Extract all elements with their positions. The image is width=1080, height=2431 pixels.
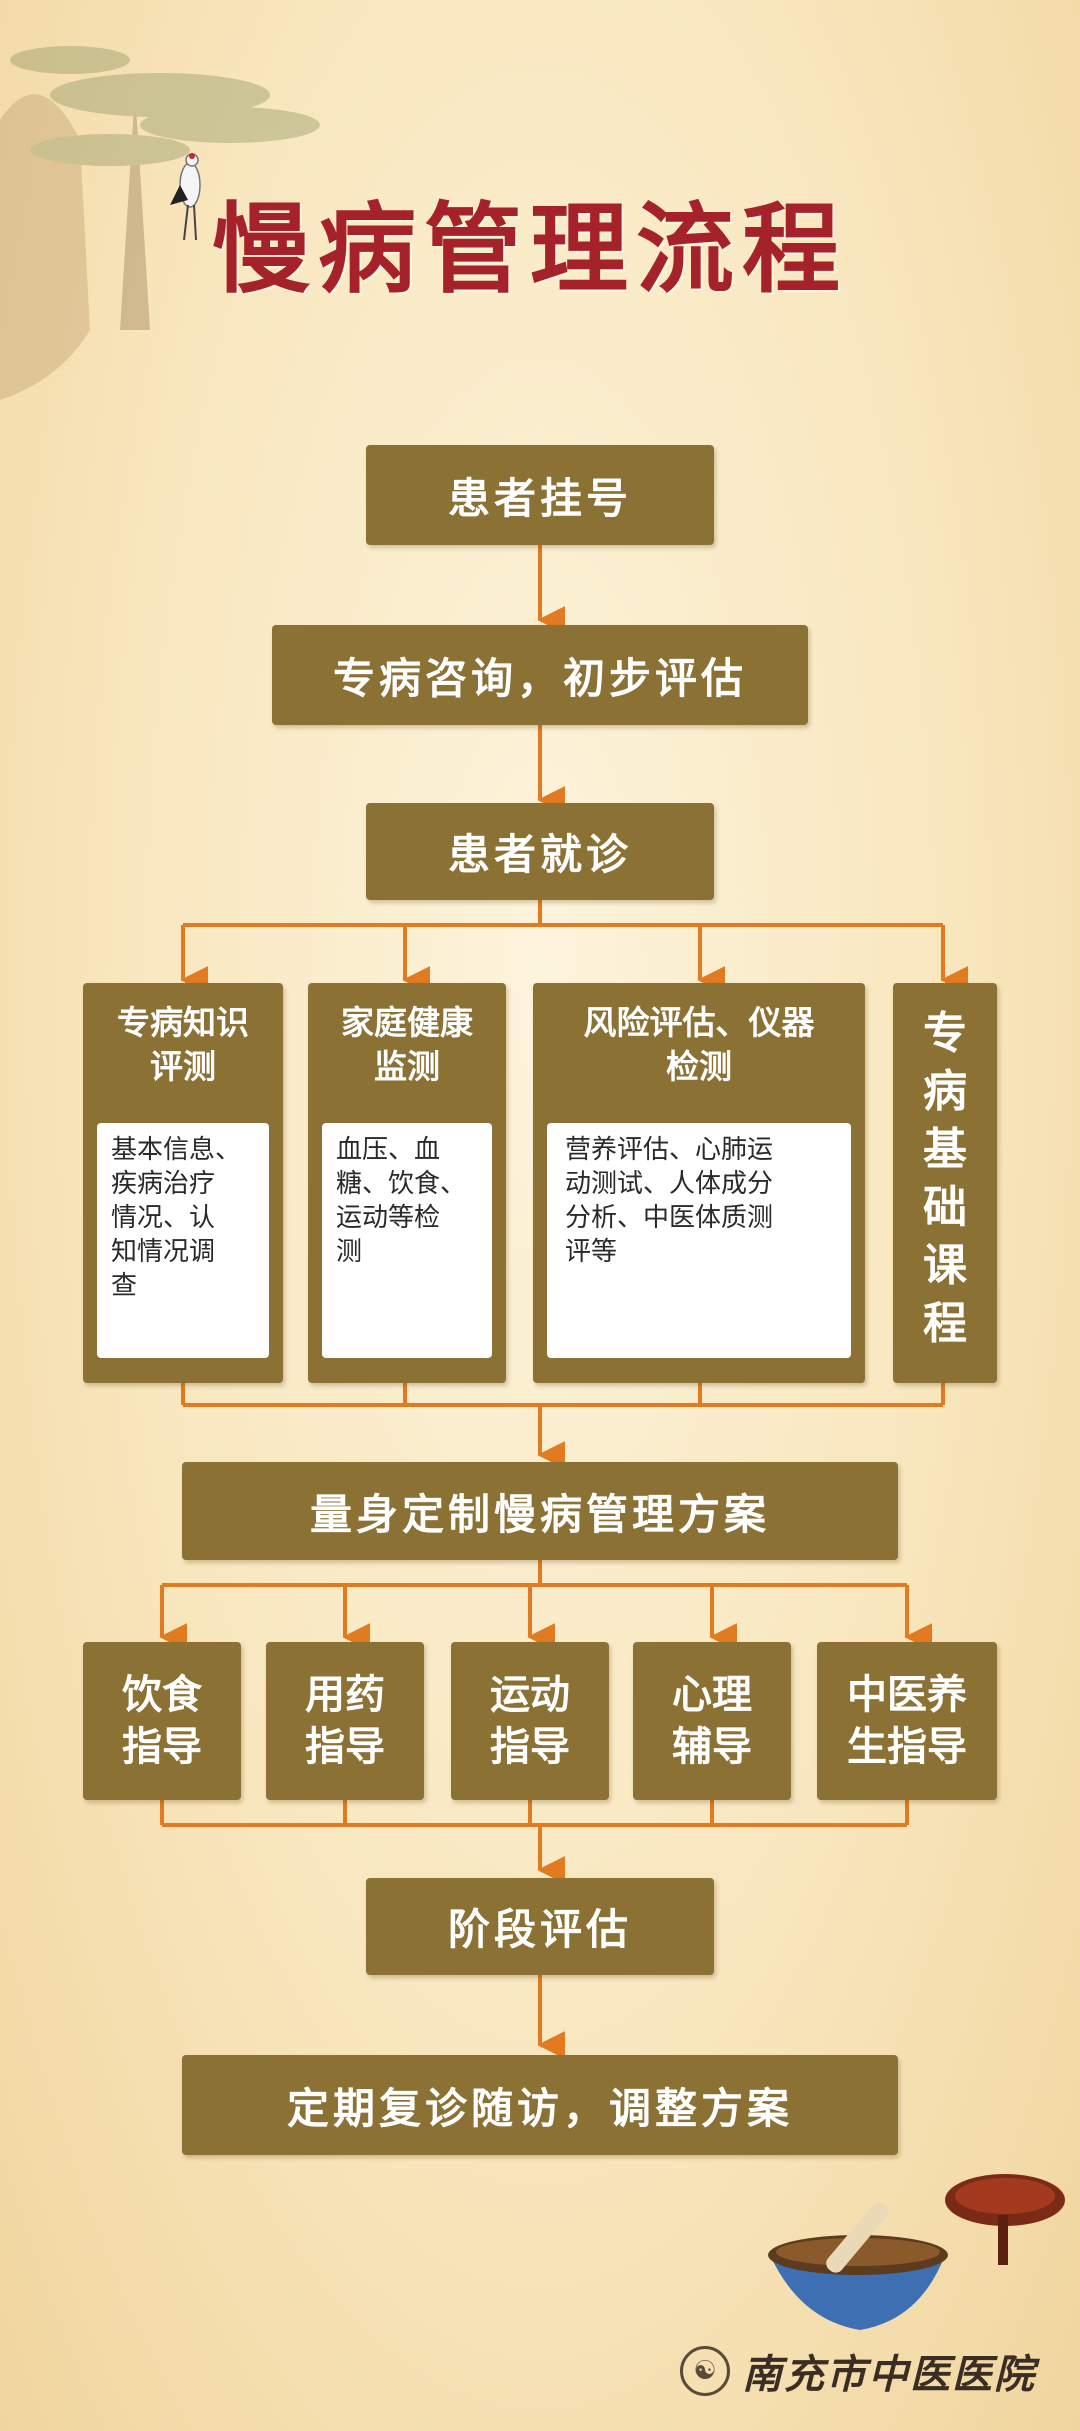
step-register: 患者挂号: [366, 445, 714, 545]
step-consult: 专病咨询，初步评估: [272, 625, 808, 725]
detail-line: 查: [111, 1271, 138, 1301]
vertical-char: 程: [923, 1298, 967, 1349]
guidance-line: 指导: [122, 1724, 202, 1770]
assessment-knowledge: 专病知识 评测 基本信息、 疾病治疗 情况、认 知情况调 查: [83, 983, 283, 1383]
vertical-char: 专: [923, 1008, 967, 1059]
assessment-title-line1: 家庭健康: [341, 1003, 473, 1042]
guidance-line: 辅导: [672, 1724, 752, 1770]
detail-line: 基本信息、: [111, 1135, 242, 1165]
guidance-psychology: 心理 辅导: [633, 1642, 791, 1800]
vertical-char: 课: [923, 1240, 967, 1291]
step-custom-plan: 量身定制慢病管理方案: [182, 1462, 898, 1560]
guidance-diet: 饮食 指导: [83, 1642, 241, 1800]
guidance-line: 心理: [672, 1672, 752, 1718]
detail-line: 糖、饮食、: [336, 1169, 467, 1199]
guidance-line: 指导: [490, 1724, 570, 1770]
step-stage-eval: 阶段评估: [366, 1878, 714, 1975]
assessment-title-line1: 专病知识: [117, 1003, 249, 1042]
lingzhi-mushroom-icon: [945, 2174, 1065, 2265]
detail-line: 情况、认: [111, 1203, 216, 1233]
detail-line: 评等: [565, 1237, 618, 1267]
hospital-logo-icon: ☯: [680, 2346, 730, 2396]
detail-line: 运动等检: [336, 1203, 441, 1233]
detail-line: 知情况调: [111, 1237, 216, 1267]
guidance-line: 饮食: [122, 1672, 202, 1718]
detail-line: 动测试、人体成分: [565, 1169, 774, 1199]
guidance-line: 指导: [305, 1724, 385, 1770]
guidance-line: 用药: [305, 1672, 385, 1718]
step-follow-up: 定期复诊随访，调整方案: [182, 2055, 898, 2155]
hospital-logo: ☯ 南充市中医医院: [680, 2342, 1036, 2400]
assessment-title-line2: 检测: [666, 1047, 732, 1086]
guidance-medication: 用药 指导: [266, 1642, 424, 1800]
vertical-char: 础: [923, 1182, 967, 1233]
vertical-char: 病: [923, 1066, 967, 1117]
guidance-exercise: 运动 指导: [451, 1642, 609, 1800]
detail-line: 测: [336, 1237, 363, 1267]
detail-line: 营养评估、心肺运: [565, 1135, 774, 1165]
pine-tree-icon: [0, 46, 320, 401]
step-visit: 患者就诊: [366, 803, 714, 900]
assessment-detail-panel: 血压、血 糖、饮食、 运动等检 测: [322, 1123, 492, 1358]
detail-line: 血压、血: [336, 1135, 441, 1165]
assessment-title-line1: 风险评估、仪器: [583, 1003, 815, 1042]
assessment-home-monitor: 家庭健康 监测 血压、血 糖、饮食、 运动等检 测: [308, 983, 506, 1383]
guidance-line: 运动: [490, 1672, 570, 1718]
vertical-char: 基: [923, 1124, 967, 1175]
page-title: 慢病管理流程: [211, 192, 848, 307]
assessment-basic-course: 专 病 基 础 课 程: [893, 983, 997, 1383]
mortar-pestle-icon: [768, 2202, 948, 2330]
detail-line: 疾病治疗: [111, 1169, 216, 1199]
assessment-detail-panel: 基本信息、 疾病治疗 情况、认 知情况调 查: [97, 1123, 269, 1358]
detail-line: 分析、中医体质测: [565, 1203, 774, 1233]
assessment-title-line2: 监测: [374, 1047, 440, 1086]
assessment-risk-instrument: 风险评估、仪器 检测 营养评估、心肺运 动测试、人体成分 分析、中医体质测 评等: [533, 983, 865, 1383]
assessment-detail-panel: 营养评估、心肺运 动测试、人体成分 分析、中医体质测 评等: [547, 1123, 851, 1358]
crane-icon: [170, 153, 201, 241]
assessment-title-line2: 评测: [150, 1047, 216, 1086]
guidance-tcm: 中医养 生指导: [817, 1642, 997, 1800]
hospital-name: 南充市中医医院: [742, 2351, 1036, 2398]
guidance-line: 生指导: [847, 1724, 967, 1770]
guidance-line: 中医养: [847, 1672, 967, 1718]
